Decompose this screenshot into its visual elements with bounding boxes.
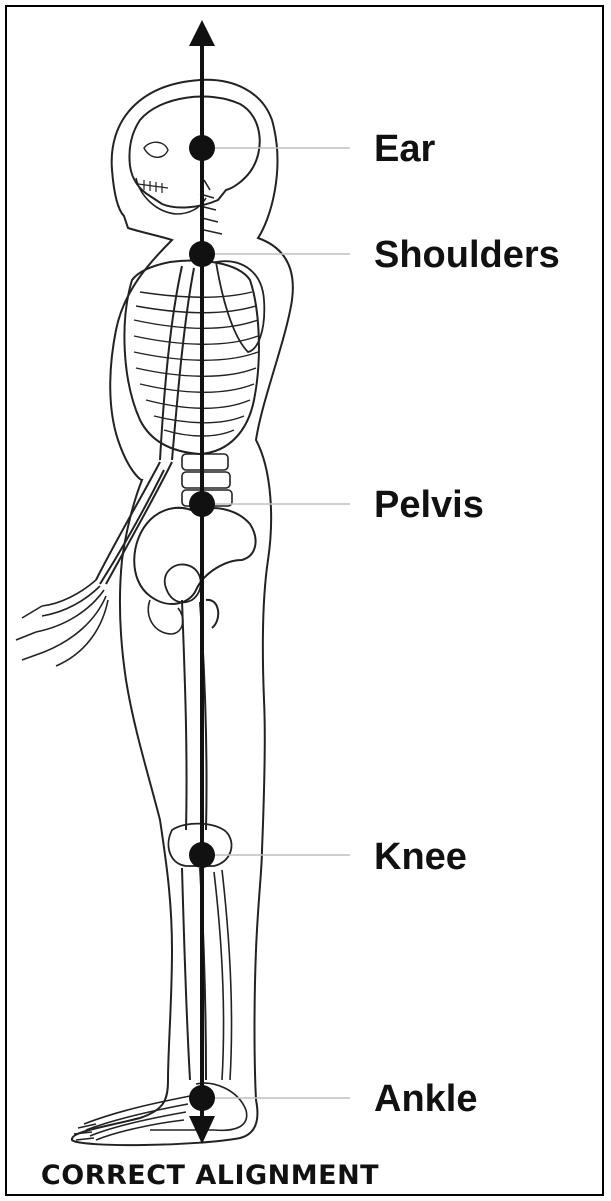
- point-ankle: [189, 1085, 215, 1111]
- leader-lines: [202, 148, 350, 1098]
- jaw: [136, 178, 206, 214]
- point-ear: [189, 135, 215, 161]
- sacrum: [148, 600, 183, 634]
- label-ear: Ear: [374, 130, 435, 168]
- arrow-up-icon: [189, 20, 215, 46]
- pelvis-bone: [134, 508, 255, 604]
- label-shoulders: Shoulders: [374, 236, 560, 274]
- eye-socket: [144, 142, 168, 157]
- caption: CORRECT ALIGNMENT: [0, 1160, 420, 1191]
- hand: [16, 580, 108, 666]
- label-ankle: Ankle: [374, 1080, 477, 1118]
- fibula: [214, 870, 232, 1080]
- foot-bones: [74, 1083, 247, 1140]
- point-shoulders: [189, 241, 215, 267]
- ribs: [134, 292, 258, 436]
- hip-socket: [165, 564, 201, 602]
- label-knee: Knee: [374, 838, 467, 876]
- label-pelvis: Pelvis: [374, 486, 484, 524]
- point-pelvis: [189, 491, 215, 517]
- point-knee: [189, 842, 215, 868]
